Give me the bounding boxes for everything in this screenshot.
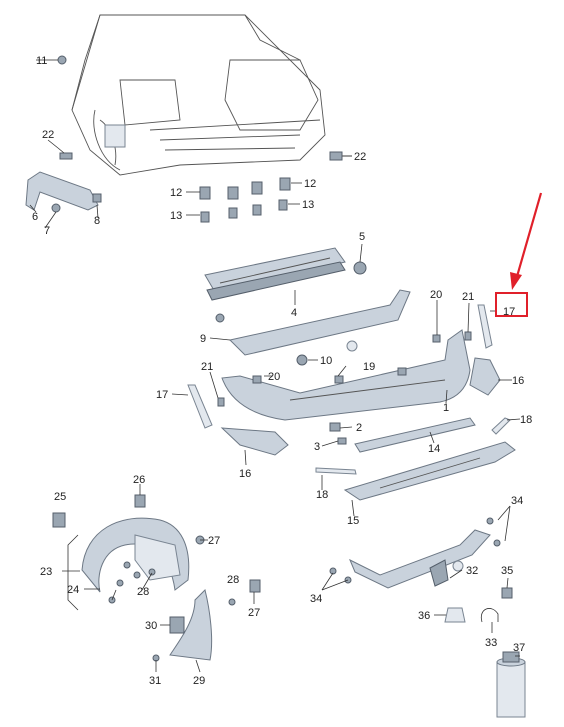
- callout-17-left: 17: [156, 389, 168, 401]
- parts-2-3: [329, 422, 347, 445]
- callout-3: 3: [314, 441, 320, 453]
- callout-9: 9: [200, 333, 206, 345]
- callout-6: 6: [32, 211, 38, 223]
- callout-26: 26: [133, 474, 145, 486]
- mudflap-29: [152, 579, 261, 662]
- callout-20-top: 20: [430, 289, 442, 301]
- callout-12-left: 12: [170, 187, 182, 199]
- callout-24: 24: [67, 584, 79, 596]
- wheel-housing-liner: [52, 494, 205, 604]
- bracket-6: [25, 171, 102, 213]
- callout-13-right: 13: [302, 199, 314, 211]
- callout-1: 1: [443, 402, 449, 414]
- highlight-arrow-head: [510, 272, 522, 290]
- car-rear-body: [71, 14, 326, 176]
- callout-16-right: 16: [512, 375, 524, 387]
- reflector-16: [220, 357, 501, 456]
- callout-16-left: 16: [239, 468, 251, 480]
- callout-18-right: 18: [520, 414, 532, 426]
- callout-21-top: 21: [462, 291, 474, 303]
- callout-13-left: 13: [170, 210, 182, 222]
- callout-2: 2: [356, 422, 362, 434]
- callout-29: 29: [193, 675, 205, 687]
- towbar-32: [329, 517, 513, 623]
- clip-11: [50, 55, 67, 65]
- fastener-group-12-13: [199, 177, 291, 223]
- callout-8: 8: [94, 215, 100, 227]
- callout-5: 5: [359, 231, 365, 243]
- callout-4: 4: [291, 307, 297, 319]
- callout-30: 30: [145, 620, 157, 632]
- callout-21-left: 21: [201, 361, 213, 373]
- callout-36: 36: [418, 610, 430, 622]
- bumper-reinforcement-4: [204, 247, 367, 301]
- callout-27-top: 27: [208, 535, 220, 547]
- clips-19-20-21: [217, 331, 472, 407]
- callout-33: 33: [485, 637, 497, 649]
- callout-34-left: 34: [310, 593, 322, 605]
- callout-28-left: 28: [137, 586, 149, 598]
- callout-12-right: 12: [304, 178, 316, 190]
- bumper-bracket-9: [215, 289, 411, 366]
- callout-37: 37: [513, 642, 525, 654]
- callout-14: 14: [428, 443, 440, 455]
- callout-22-left: 22: [42, 129, 54, 141]
- callout-35: 35: [501, 565, 513, 577]
- callout-19: 19: [363, 361, 375, 373]
- diffuser-15: [343, 441, 516, 501]
- leader-lines: [29, 59, 521, 673]
- trim-strip-14: [354, 417, 476, 453]
- callout-11: 11: [36, 55, 47, 67]
- callout-15: 15: [347, 515, 359, 527]
- callout-18-left: 18: [316, 489, 328, 501]
- highlight-arrow: [514, 192, 543, 281]
- callout-7: 7: [44, 225, 50, 237]
- callout-32: 32: [466, 565, 478, 577]
- highlight-box: [495, 292, 528, 317]
- side-trim-17: [187, 304, 493, 429]
- callout-20-mid: 20: [268, 371, 280, 383]
- bumper-cover-1: [221, 329, 471, 421]
- callout-28-right: 28: [227, 574, 239, 586]
- callout-25: 25: [54, 491, 66, 503]
- highlight-annotation: [495, 192, 543, 317]
- spray-can-37: [496, 651, 526, 718]
- callout-34-right: 34: [511, 495, 523, 507]
- callout-23: 23: [40, 566, 52, 578]
- callout-27-bottom: 27: [248, 607, 260, 619]
- callout-10: 10: [320, 355, 332, 367]
- callout-31: 31: [149, 675, 161, 687]
- trim-18: [315, 417, 511, 475]
- callout-22-right: 22: [354, 151, 366, 163]
- screw-22-left: [57, 147, 73, 160]
